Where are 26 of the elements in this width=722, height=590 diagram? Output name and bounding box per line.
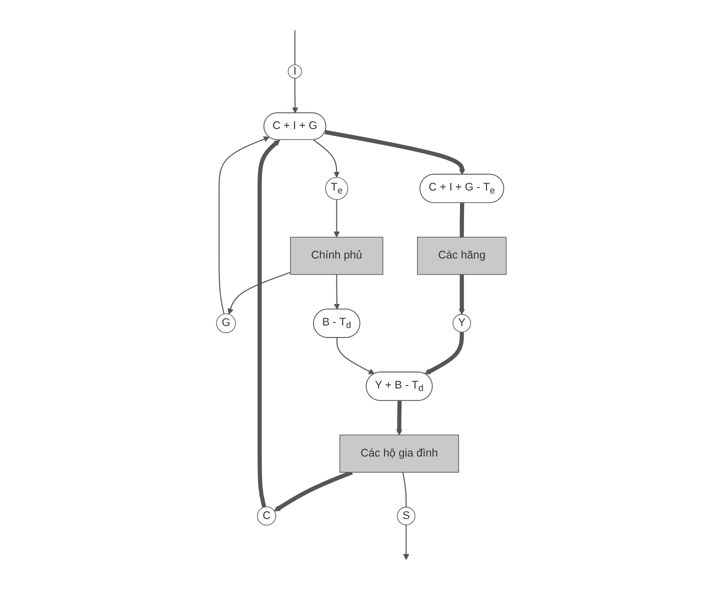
- arrow: [218, 136, 270, 314]
- node-circle: T$_{e}$: [324, 177, 348, 200]
- arrow: [292, 78, 298, 114]
- node-circle: G: [216, 313, 236, 334]
- connector: [402, 472, 406, 508]
- arrow: [402, 524, 409, 560]
- node-box: Chính phủ: [290, 236, 383, 275]
- arrow: [257, 140, 280, 508]
- arrow: [333, 200, 340, 238]
- node-circle: C: [256, 506, 276, 526]
- connector: [294, 30, 296, 65]
- node-circle: Y: [452, 314, 471, 332]
- node-box: Các hộ gia đình: [339, 434, 459, 473]
- node-box: Các hãng: [416, 236, 506, 275]
- arrow: [312, 140, 340, 178]
- connector: [459, 202, 464, 238]
- node-circle: S: [396, 506, 415, 526]
- arrow: [424, 332, 464, 374]
- arrow: [334, 274, 340, 310]
- node-circle: I: [287, 64, 302, 79]
- arrow: [227, 272, 290, 315]
- arrow: [396, 400, 402, 436]
- arrow: [324, 130, 465, 175]
- arrow: [336, 338, 374, 374]
- arrow: [274, 470, 352, 512]
- arrow: [458, 274, 464, 315]
